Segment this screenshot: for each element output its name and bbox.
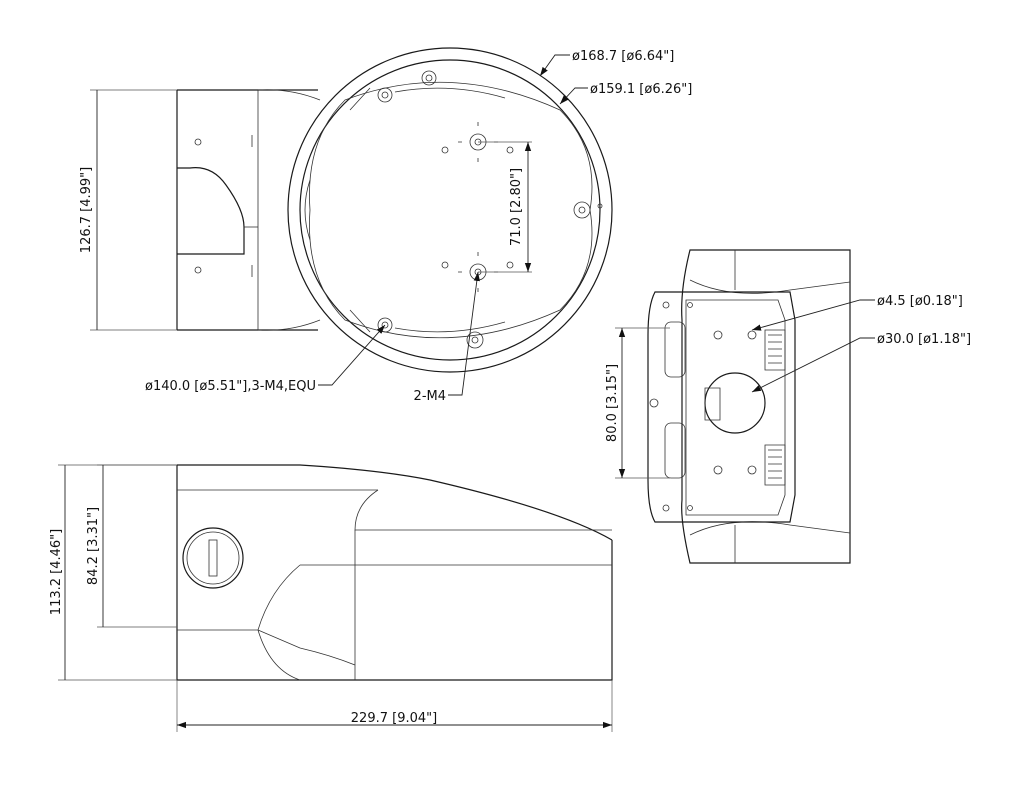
dim-small-hole-label: ø4.5 [ø0.18"] bbox=[877, 294, 963, 309]
dim-top-height: 126.7 [4.99"] bbox=[79, 89, 177, 331]
dim-thread-label: 2-M4 bbox=[414, 389, 446, 404]
back-plate-view: ø4.5 [ø0.18"] ø30.0 [ø1.18"] 80.0 [3.15"… bbox=[605, 249, 971, 564]
top-view: 126.7 [4.99"] 71.0 [2.80"] ø168.7 [ø6.64… bbox=[79, 47, 692, 404]
dim-top-height-label: 126.7 [4.99"] bbox=[79, 167, 94, 253]
top-view-round-body bbox=[287, 47, 613, 373]
top-view-arm bbox=[176, 89, 321, 331]
dim-hole-spacing: 71.0 [2.80"] bbox=[478, 141, 532, 273]
dim-small-hole: ø4.5 [ø0.18"] bbox=[751, 294, 963, 331]
dim-plate-spacing: 80.0 [3.15"] bbox=[605, 327, 670, 479]
dim-hole-spacing-label: 71.0 [2.80"] bbox=[509, 168, 524, 246]
side-view: 113.2 [4.46"] 84.2 [3.31"] 229.7 [9.04"] bbox=[49, 464, 613, 732]
dim-outer-diameter-label: ø168.7 [ø6.64"] bbox=[572, 49, 674, 64]
dim-inner-diameter: ø159.1 [ø6.26"] bbox=[559, 82, 692, 105]
dim-cable-hole-label: ø30.0 [ø1.18"] bbox=[877, 332, 971, 347]
dim-bolt-circle-label: ø140.0 [ø5.51"],3-M4,EQU bbox=[145, 379, 316, 394]
dim-cable-hole: ø30.0 [ø1.18"] bbox=[751, 332, 971, 393]
dim-overall-height-label: 113.2 [4.46"] bbox=[49, 529, 64, 615]
dim-outer-diameter: ø168.7 [ø6.64"] bbox=[539, 49, 674, 77]
dim-plate-spacing-label: 80.0 [3.15"] bbox=[605, 364, 620, 442]
dim-bolt-circle: ø140.0 [ø5.51"],3-M4,EQU bbox=[145, 324, 386, 394]
cable-port-icon bbox=[182, 527, 244, 589]
dim-thread: 2-M4 bbox=[414, 271, 480, 404]
dim-inner-diameter-label: ø159.1 [ø6.26"] bbox=[590, 82, 692, 97]
dim-overall-length-label: 229.7 [9.04"] bbox=[351, 711, 437, 726]
dim-overall-height: 113.2 [4.46"] bbox=[49, 464, 177, 681]
dim-body-height-label: 84.2 [3.31"] bbox=[86, 507, 101, 585]
dim-overall-length: 229.7 [9.04"] bbox=[176, 680, 613, 732]
dim-body-height: 84.2 [3.31"] bbox=[86, 464, 177, 628]
